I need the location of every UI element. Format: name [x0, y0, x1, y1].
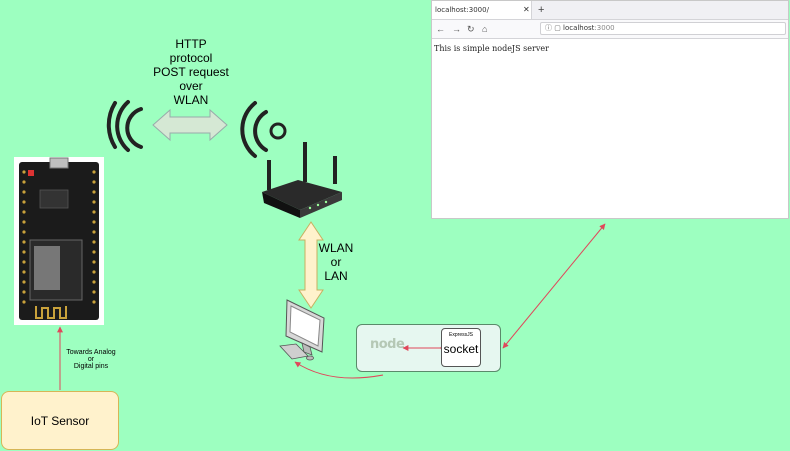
browser-nav-bar: ← → ↻ ⌂ ⓘ ▢ localhost:3000 [432, 20, 788, 39]
digital-pins-line: Digital pins [73, 363, 109, 370]
node-socket-arrow [402, 345, 444, 351]
or-line: or [87, 356, 95, 363]
or-line: or [330, 255, 342, 269]
http-protocol-label: HTTP protocol POST request over WLAN [146, 37, 236, 107]
wlan-line: WLAN [173, 93, 209, 107]
wlan-double-arrow [298, 221, 324, 309]
towards-analog-line: Towards Analog [66, 349, 116, 356]
computer-icon [279, 299, 325, 361]
router-icon [262, 142, 342, 218]
towards-pins-label: Towards Analog or Digital pins [58, 349, 124, 370]
browser-tab[interactable]: localhost:3000/ ✕ [432, 1, 532, 19]
wlan-line: WLAN [318, 241, 354, 255]
lan-line: LAN [324, 269, 348, 283]
info-icon: ⓘ ▢ [545, 24, 561, 32]
socket-label: socket [443, 342, 479, 356]
server-to-pc-arrow [294, 361, 384, 379]
url-port: :3000 [594, 24, 615, 32]
protocol-line: protocol [169, 51, 213, 65]
http-line: HTTP [175, 37, 207, 51]
iot-sensor-box: IoT Sensor [1, 391, 119, 450]
new-tab-button[interactable]: + [538, 4, 545, 16]
home-button[interactable]: ⌂ [482, 24, 488, 34]
forward-button[interactable]: → [452, 24, 461, 34]
browser-tab-bar: localhost:3000/ ✕ + [432, 1, 788, 20]
http-double-arrow [152, 108, 228, 142]
wlan-or-lan-label: WLAN or LAN [314, 241, 358, 283]
post-request-line: POST request [153, 65, 229, 79]
expressjs-label: ExpressJS [449, 332, 473, 338]
tab-title: localhost:3000/ [435, 6, 489, 14]
url-host: localhost [563, 24, 595, 32]
wifi-signal-left-icon [106, 100, 143, 152]
browser-window: localhost:3000/ ✕ + ← → ↻ ⌂ ⓘ ▢ localhos… [431, 0, 789, 219]
page-content: This is simple nodeJS server [434, 44, 549, 53]
url-bar[interactable]: ⓘ ▢ localhost:3000 [540, 22, 786, 35]
wifi-signal-right-icon [240, 101, 287, 158]
expressjs-socket-box: ExpressJS socket [441, 328, 481, 367]
iot-sensor-label: IoT Sensor [30, 413, 90, 428]
over-line: over [179, 79, 203, 93]
nodemcu-board-icon [14, 157, 104, 325]
back-button[interactable]: ← [436, 24, 445, 34]
tab-close-icon[interactable]: ✕ [523, 5, 530, 14]
browser-socket-arrow [502, 223, 606, 349]
nodejs-logo: node [370, 337, 405, 352]
reload-button[interactable]: ↻ [467, 24, 475, 34]
